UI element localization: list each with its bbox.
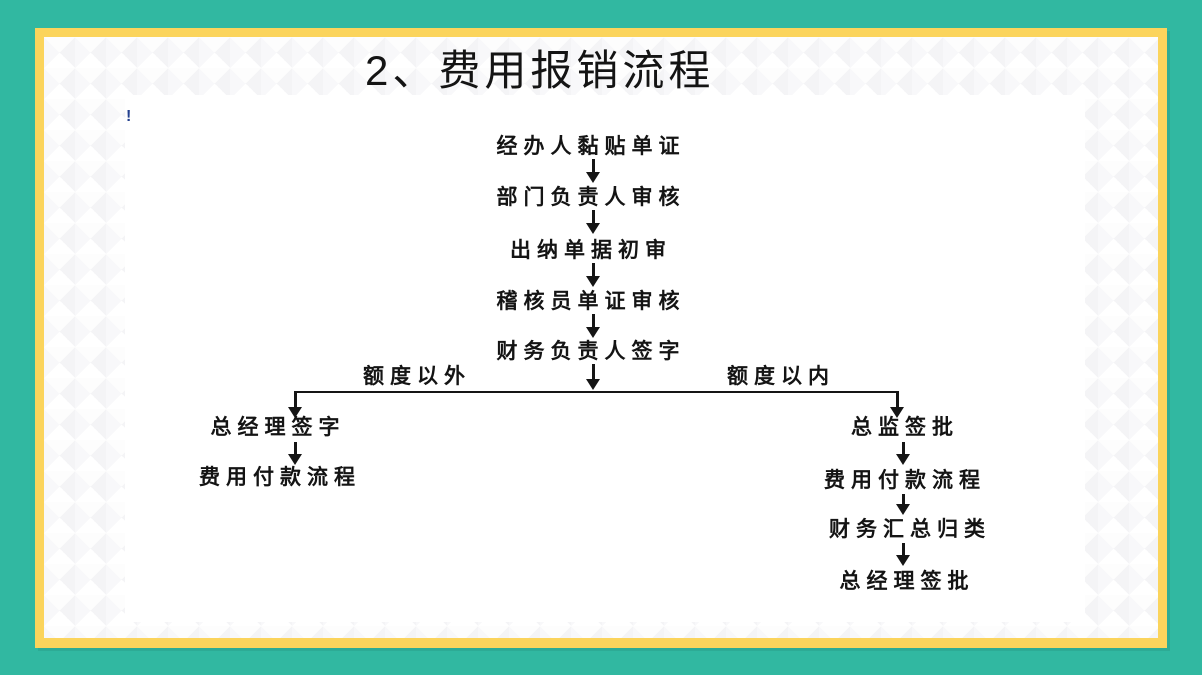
down-arrow-icon bbox=[586, 159, 600, 183]
branch-label-over-quota: 额度以外 bbox=[363, 364, 471, 388]
flow-step-gm-approve: 总经理签批 bbox=[839, 569, 975, 593]
flow-step-director-approve: 总监签批 bbox=[851, 415, 959, 439]
flow-step-cashier-initial-review: 出纳单据初审 bbox=[510, 238, 672, 262]
down-arrow-icon bbox=[586, 364, 600, 390]
down-arrow-icon bbox=[896, 442, 910, 465]
flow-step-payment-process-right: 费用付款流程 bbox=[824, 468, 986, 492]
flow-step-finance-head-sign: 财务负责人签字 bbox=[496, 339, 686, 363]
flowchart-panel: ! 经办人黏贴单证 部门负责人审核 出纳单据初审 稽核员单证审核 财务负责人签字… bbox=[125, 95, 1085, 622]
down-arrow-icon bbox=[288, 442, 302, 465]
flow-step-finance-summary: 财务汇总归类 bbox=[829, 517, 991, 541]
flow-step-gm-sign: 总经理签字 bbox=[210, 415, 346, 439]
flow-step-dept-head-review: 部门负责人审核 bbox=[496, 185, 686, 209]
flow-step-auditor-review: 稽核员单证审核 bbox=[496, 289, 686, 313]
down-arrow-icon bbox=[288, 393, 302, 418]
down-arrow-icon bbox=[586, 210, 600, 234]
down-arrow-icon bbox=[586, 263, 600, 287]
slide-title: 2、费用报销流程 bbox=[365, 47, 715, 94]
flow-step-payment-process-left: 费用付款流程 bbox=[199, 465, 361, 489]
slide-background: 2、费用报销流程 ! 经办人黏贴单证 部门负责人审核 出纳单据初审 稽核员单证审… bbox=[44, 37, 1158, 638]
text-cursor-artifact: ! bbox=[126, 108, 132, 125]
branch-split-line bbox=[294, 391, 899, 393]
down-arrow-icon bbox=[586, 314, 600, 338]
branch-label-within-quota: 额度以内 bbox=[727, 364, 835, 388]
down-arrow-icon bbox=[896, 543, 910, 566]
down-arrow-icon bbox=[896, 494, 910, 515]
flow-step-attach-documents: 经办人黏贴单证 bbox=[496, 134, 686, 158]
down-arrow-icon bbox=[890, 393, 904, 418]
